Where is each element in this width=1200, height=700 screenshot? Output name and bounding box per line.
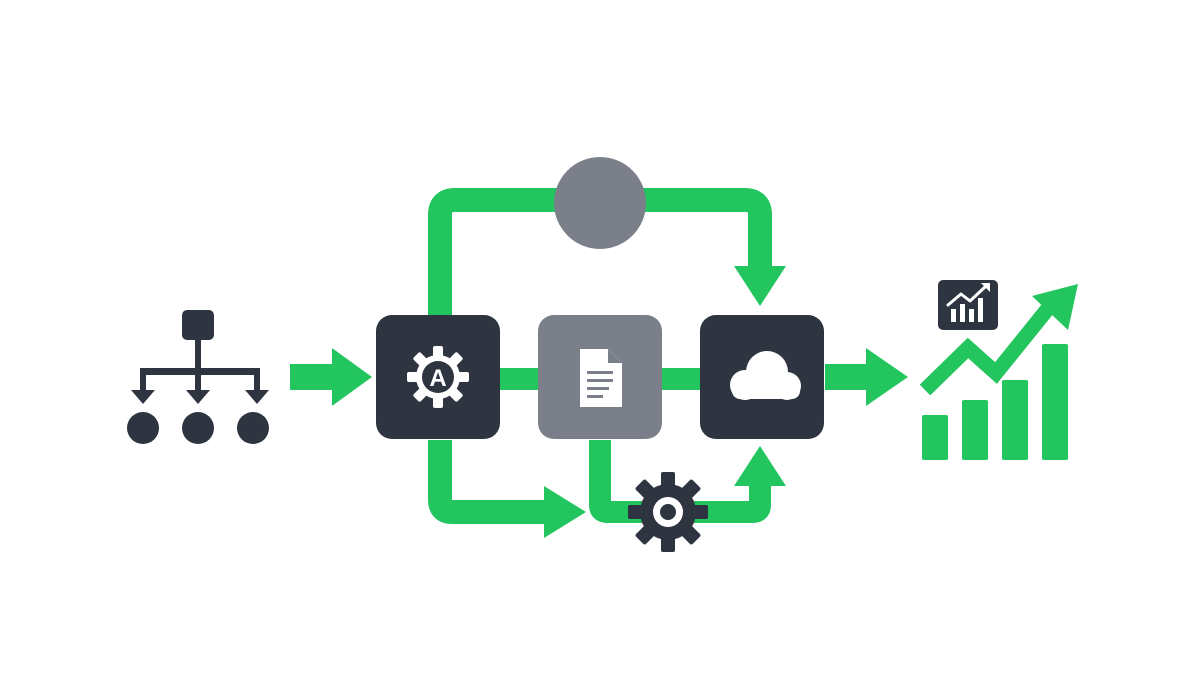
- small-chart-trend: [946, 285, 987, 307]
- growth-chart-icon: [919, 284, 1078, 460]
- small-chart-trend-head: [981, 283, 990, 292]
- small-chart-bar-1: [951, 309, 956, 322]
- arrow-bottom-left: [544, 486, 586, 538]
- hierarchy-leaf-right: [237, 412, 269, 444]
- small-chart-bar-3: [969, 309, 974, 322]
- gear-letter-icon: A: [407, 346, 469, 408]
- hierarchy-icon: [127, 310, 269, 444]
- growth-bar-4: [1042, 344, 1068, 460]
- flow-input-shaft: [290, 364, 335, 390]
- arrow-out-of-cloud: [866, 348, 908, 406]
- hierarchy-arrow-right: [245, 390, 269, 404]
- hierarchy-drop-right: [254, 368, 260, 392]
- document-line-1: [587, 371, 613, 374]
- cloud-icon: [730, 351, 801, 400]
- gear-icon: [628, 472, 708, 552]
- flow-output-shaft: [825, 364, 870, 390]
- arrow-into-automation: [332, 348, 372, 406]
- arrow-top-into-cloud: [734, 266, 786, 306]
- cloud-node: [700, 315, 824, 439]
- circle-node-top: [554, 157, 646, 249]
- flow-bottom-left: [428, 440, 548, 524]
- hierarchy-trunk: [195, 338, 201, 368]
- small-chart-bar-4: [978, 298, 983, 322]
- small-chart-icon: [938, 280, 998, 330]
- hierarchy-arrow-mid: [186, 390, 210, 404]
- hierarchy-leaf-left: [127, 412, 159, 444]
- growth-trend-arrowhead: [1032, 284, 1078, 330]
- growth-bar-3: [1002, 380, 1028, 460]
- hierarchy-drop-left: [140, 368, 146, 392]
- hierarchy-drop-mid: [195, 368, 201, 392]
- growth-trend-line: [919, 301, 1056, 396]
- document-line-2: [587, 379, 613, 382]
- document-icon: [580, 349, 622, 407]
- hierarchy-arrow-left: [131, 390, 155, 404]
- document-line-4: [587, 395, 603, 398]
- document-page: [580, 349, 622, 407]
- growth-bar-1: [922, 415, 948, 460]
- document-node: [538, 315, 662, 439]
- gear-letter: A: [429, 365, 446, 392]
- automation-node: A: [376, 315, 500, 439]
- document-line-3: [587, 387, 609, 390]
- gear-hub: [422, 361, 454, 393]
- small-chart-bar-2: [960, 304, 965, 322]
- gear-bottom-hole: [660, 504, 676, 520]
- arrow-bottom-into-cloud: [734, 446, 786, 486]
- growth-bar-2: [962, 400, 988, 460]
- hierarchy-root-node: [182, 310, 214, 340]
- hierarchy-leaf-mid: [182, 412, 214, 444]
- document-fold: [608, 349, 622, 363]
